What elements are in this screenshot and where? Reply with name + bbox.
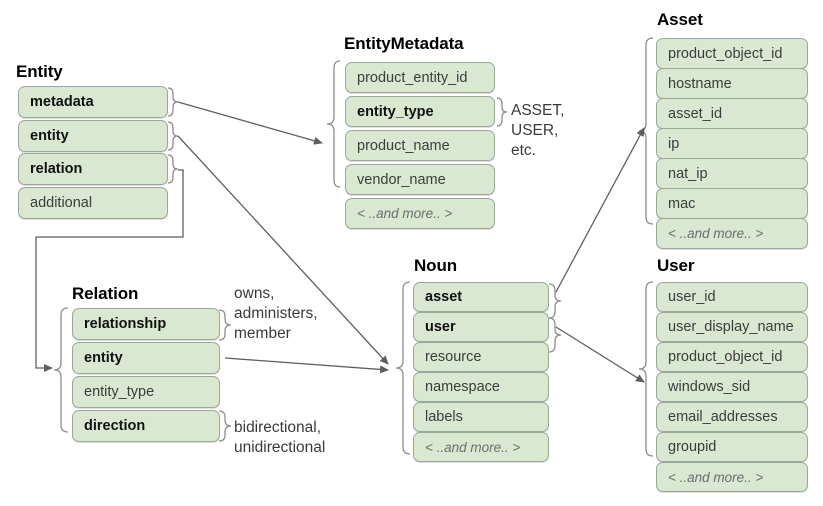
row-em-product-entity-id[interactable]: product_entity_id (345, 62, 495, 93)
row-asset-nat-ip[interactable]: nat_ip (656, 158, 808, 189)
row-relation-direction[interactable]: direction (72, 410, 220, 442)
row-user-and-more[interactable]: < ..and more.. > (656, 462, 808, 492)
row-user-product-object-id[interactable]: product_object_id (656, 342, 808, 372)
row-em-vendor-name[interactable]: vendor_name (345, 164, 495, 195)
brace-relationship-right (218, 309, 232, 341)
block-noun-title: Noun (414, 256, 458, 275)
row-user-windows-sid[interactable]: windows_sid (656, 372, 808, 402)
row-relation-relationship[interactable]: relationship (72, 308, 220, 340)
row-user-user-id[interactable]: user_id (656, 282, 808, 312)
row-noun-namespace[interactable]: namespace (413, 372, 549, 402)
brace-entity-relation (167, 154, 179, 184)
row-user-groupid[interactable]: groupid (656, 432, 808, 462)
brace-noun-left (395, 281, 411, 455)
row-asset-hostname[interactable]: hostname (656, 68, 808, 99)
row-em-entity-type[interactable]: entity_type (345, 96, 495, 127)
brace-noun-user-right (548, 317, 562, 353)
brace-entity-entity (167, 121, 179, 151)
row-asset-asset-id[interactable]: asset_id (656, 98, 808, 129)
row-asset-and-more[interactable]: < ..and more.. > (656, 218, 808, 249)
row-entity-additional[interactable]: additional (18, 187, 168, 219)
wire-relationentity-to-noun (224, 357, 389, 374)
brace-direction-right (218, 410, 232, 442)
row-noun-user[interactable]: user (413, 312, 549, 342)
brace-entitytype (496, 97, 508, 127)
block-asset-title: Asset (657, 10, 703, 29)
row-entity-relation[interactable]: relation (18, 153, 168, 185)
row-user-display-name[interactable]: user_display_name (656, 312, 808, 342)
annotation-entity-type-values: ASSET, USER, etc. (511, 102, 565, 159)
row-noun-and-more[interactable]: < ..and more.. > (413, 432, 549, 462)
block-entity-title: Entity (16, 62, 63, 81)
wire-noun-asset-to-asset (555, 127, 645, 293)
annotation-direction-values: bidirectional, unidirectional (234, 419, 326, 456)
row-asset-ip[interactable]: ip (656, 128, 808, 159)
row-entity-entity[interactable]: entity (18, 120, 168, 152)
row-em-and-more[interactable]: < ..and more.. > (345, 198, 495, 229)
brace-user-left (638, 281, 654, 457)
brace-noun-asset-right (548, 283, 562, 319)
row-relation-entity-type[interactable]: entity_type (72, 376, 220, 408)
row-asset-product-object-id[interactable]: product_object_id (656, 38, 808, 69)
row-noun-resource[interactable]: resource (413, 342, 549, 372)
block-user-title: User (657, 256, 695, 275)
row-noun-asset[interactable]: asset (413, 282, 549, 312)
brace-asset-left (638, 37, 654, 225)
row-em-product-name[interactable]: product_name (345, 130, 495, 161)
row-noun-labels[interactable]: labels (413, 402, 549, 432)
wire-metadata-to-entitymetadata (177, 101, 323, 145)
block-relation-title: Relation (72, 284, 139, 303)
row-entity-metadata[interactable]: metadata (18, 86, 168, 118)
brace-entitymetadata-left (326, 60, 341, 188)
brace-entity-metadata (167, 87, 179, 117)
annotation-relationship-values: owns, administers, member (234, 285, 318, 342)
block-entitymetadata-title: EntityMetadata (344, 34, 464, 53)
wire-noun-user-to-user (555, 326, 645, 383)
row-relation-entity[interactable]: entity (72, 342, 220, 374)
row-asset-mac[interactable]: mac (656, 188, 808, 219)
row-user-email-addresses[interactable]: email_addresses (656, 402, 808, 432)
brace-relation-left (53, 307, 69, 433)
